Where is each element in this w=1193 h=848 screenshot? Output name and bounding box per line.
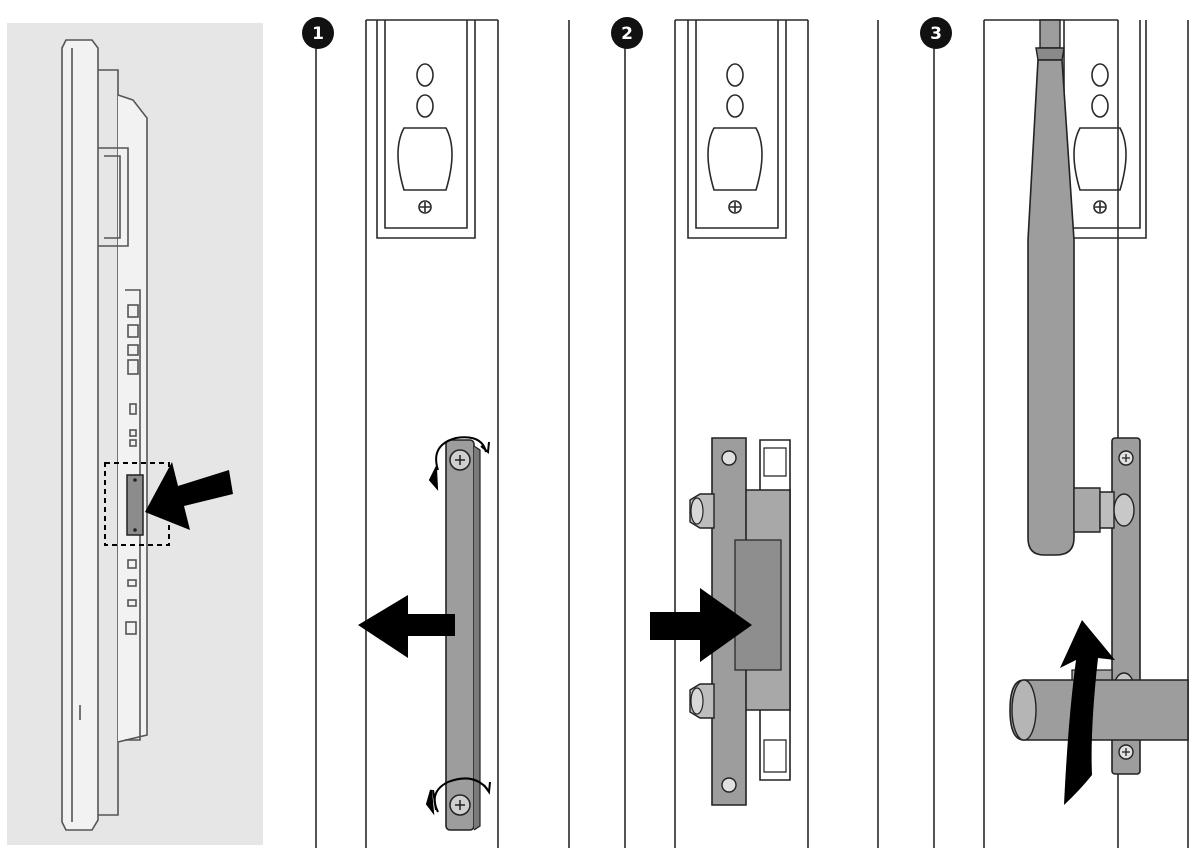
step-2-antenna-module [689,437,791,806]
step-1-mounting-plate [376,20,476,239]
step-badge-3-label: 3 [930,24,942,44]
step-1-pull-arrow [358,595,455,658]
step-1-unscrew-arrows [425,436,491,816]
step-2-mounting-plate [687,20,787,239]
step-badge-1-label: 1 [312,24,324,44]
step-1-cover-bracket [445,439,481,831]
overview-panel [7,23,263,845]
step-badge-1: 1 [302,17,334,49]
step-3-panel [933,19,1189,848]
display-side-view [61,39,148,831]
step-3-rotate-arrow [1060,620,1115,805]
pointer-arrow [145,462,233,530]
step-1-panel [315,19,570,848]
step-2-push-arrow [650,588,752,662]
step-3-antenna-horizontal [1009,679,1189,741]
step-badge-2-label: 2 [621,24,633,44]
step-badge-3: 3 [920,17,952,49]
module-highlight [104,462,170,546]
step-2-panel [624,19,879,848]
step-badge-2: 2 [611,17,643,49]
